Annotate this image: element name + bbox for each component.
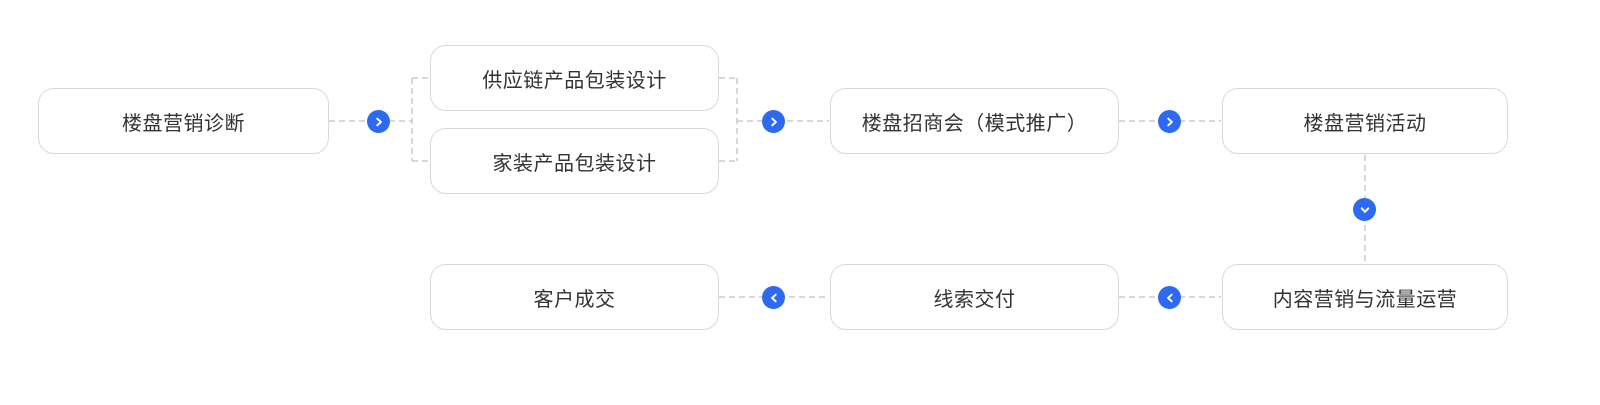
- chevron-right-icon: [762, 110, 785, 133]
- node-label: 家装产品包装设计: [492, 152, 657, 175]
- node-label: 客户成交: [533, 288, 616, 311]
- node-leads-delivery: 线索交付: [830, 264, 1119, 330]
- node-property-marketing-diagnosis: 楼盘营销诊断: [38, 88, 329, 154]
- node-home-decor-product-packaging: 家装产品包装设计: [430, 128, 719, 194]
- node-customer-deal: 客户成交: [430, 264, 719, 330]
- node-label: 楼盘招商会（模式推广）: [861, 112, 1088, 135]
- node-property-marketing-activity: 楼盘营销活动: [1222, 88, 1508, 154]
- chevron-right-icon: [1158, 110, 1181, 133]
- node-label: 楼盘营销活动: [1303, 112, 1427, 135]
- node-label: 内容营销与流量运营: [1272, 288, 1458, 311]
- chevron-right-icon: [367, 110, 390, 133]
- chevron-left-icon: [1158, 286, 1181, 309]
- chevron-down-icon: [1353, 198, 1376, 221]
- node-label: 供应链产品包装设计: [482, 69, 667, 92]
- node-label: 楼盘营销诊断: [122, 112, 245, 135]
- node-supply-chain-product-packaging: 供应链产品包装设计: [430, 45, 719, 111]
- node-content-marketing-traffic-ops: 内容营销与流量运营: [1222, 264, 1508, 330]
- node-property-investment-fair: 楼盘招商会（模式推广）: [830, 88, 1119, 154]
- node-label: 线索交付: [933, 288, 1016, 311]
- chevron-left-icon: [762, 286, 785, 309]
